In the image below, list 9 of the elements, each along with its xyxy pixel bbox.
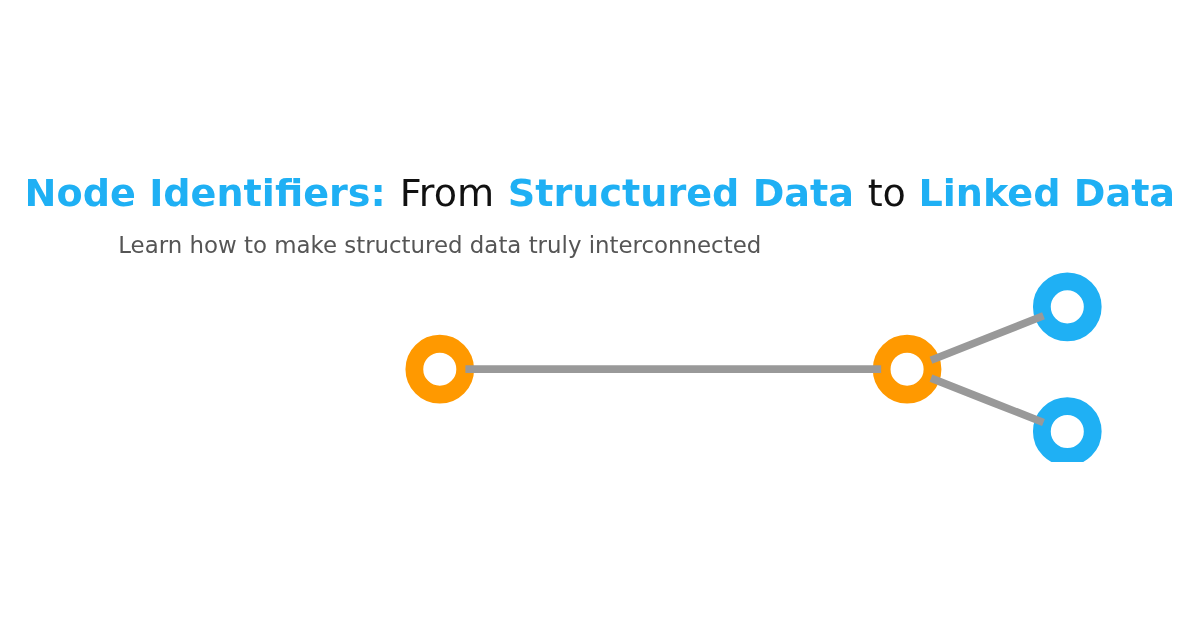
node-circle xyxy=(1032,272,1102,341)
diagram-title: Node Identifiers: From Structured Data to Linked Data xyxy=(24,170,1176,215)
connector xyxy=(929,374,1045,426)
node-circle xyxy=(405,334,475,403)
connector xyxy=(465,364,882,373)
connector xyxy=(929,311,1045,364)
node-circle xyxy=(1032,396,1102,462)
node-circle xyxy=(872,334,942,403)
label: Learn how to make structured data truly interconnected xyxy=(118,231,762,258)
